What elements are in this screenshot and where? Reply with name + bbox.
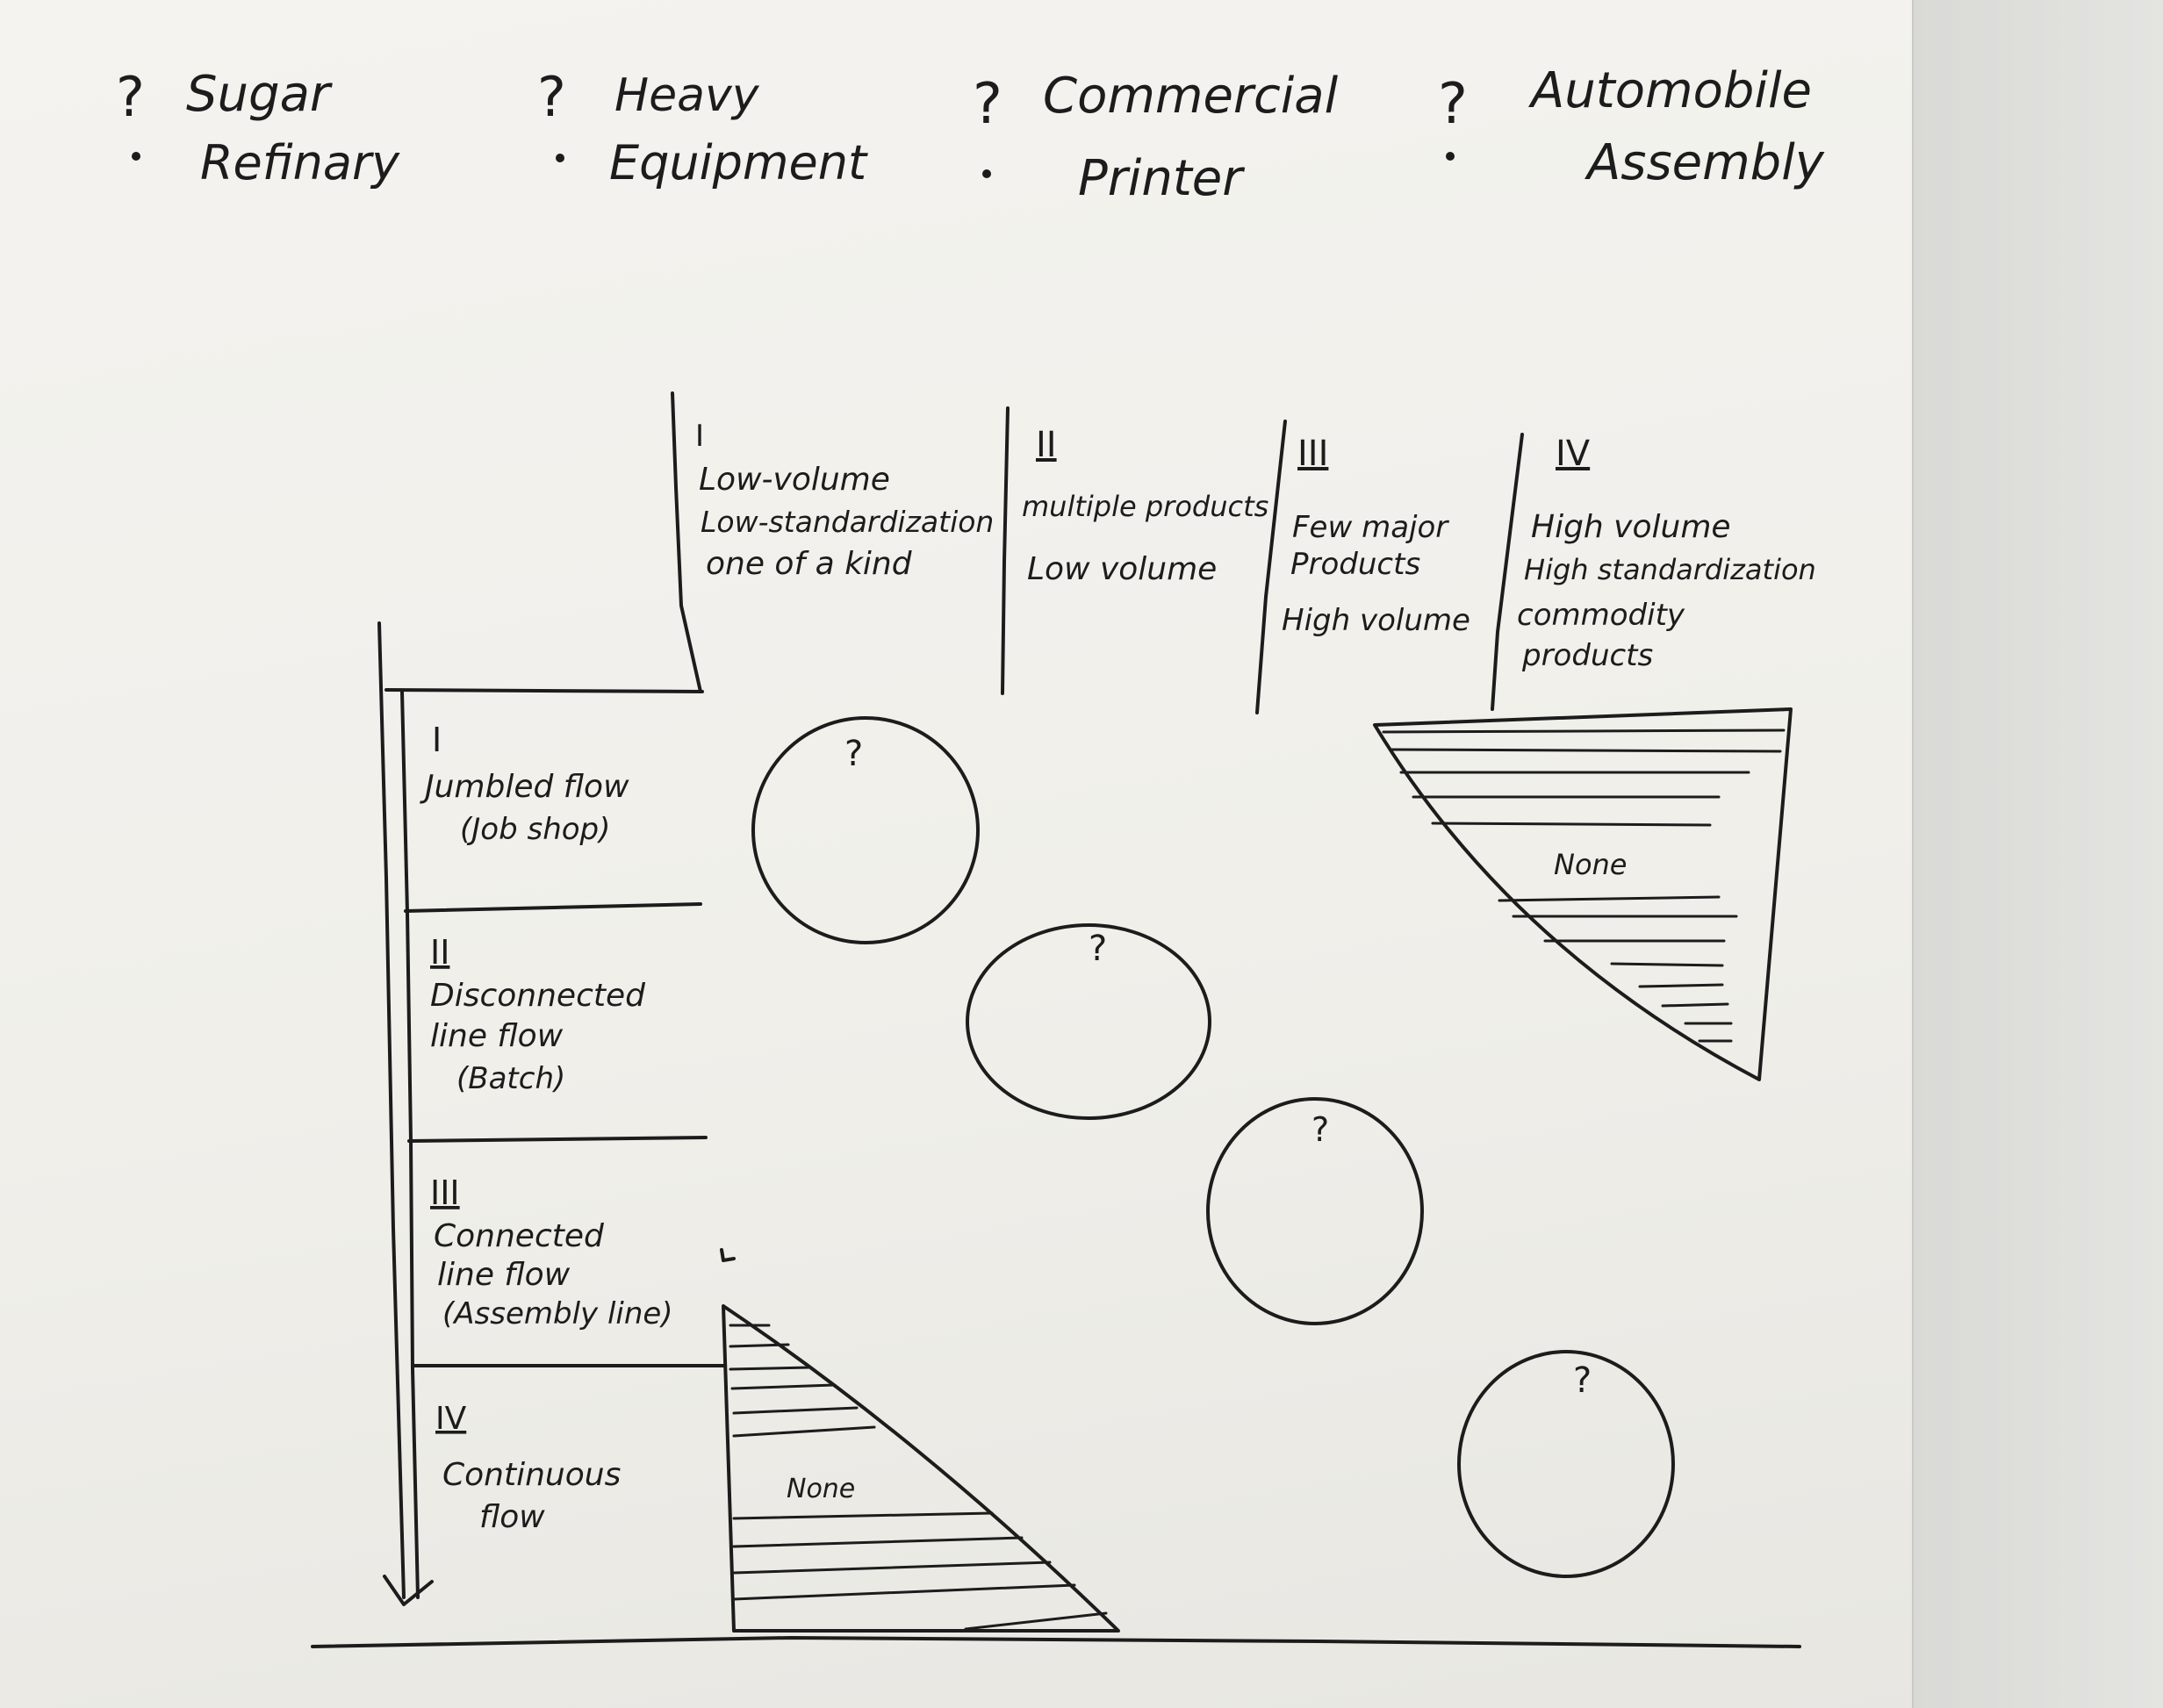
question-line2: Refinary <box>200 135 400 190</box>
none-region-bottom-left: None <box>722 1304 1120 1633</box>
none-label: None <box>787 1474 855 1504</box>
row-line: (Job shop) <box>460 812 610 847</box>
column-line: Few major <box>1292 510 1449 545</box>
question-line2: Assembly <box>1585 134 1825 191</box>
bullet-dot <box>1446 152 1455 161</box>
header-corner <box>384 688 704 693</box>
row-number: II <box>430 933 449 972</box>
diagonal-circles: ? ? ? ? <box>751 716 1675 1578</box>
column-number: III <box>1297 434 1328 474</box>
row-line: Continuous <box>442 1457 621 1493</box>
circle-cell-1: ? <box>751 716 980 944</box>
circle-label: ? <box>1311 1110 1329 1149</box>
column-line: commodity <box>1517 598 1685 633</box>
question-heavy-equipment: ? Heavy Equipment <box>537 65 868 190</box>
column-line: multiple products <box>1022 490 1268 523</box>
row-line: Jumbled flow <box>420 769 629 805</box>
row-header-1: I Jumbled flow (Job shop) <box>420 721 629 847</box>
circle-cell-2: ? <box>966 923 1211 1120</box>
column-dividers <box>671 391 1524 714</box>
question-line1: Sugar <box>186 66 333 123</box>
column-line: Low-standardization <box>701 505 994 539</box>
circle-label: ? <box>844 734 863 774</box>
question-line2: Printer <box>1078 150 1245 207</box>
hatch-lines <box>729 1324 1108 1631</box>
column-number: IV <box>1556 434 1591 474</box>
row-line: Disconnected <box>430 978 646 1014</box>
row-header-3: III Connected line flow (Assembly line) <box>430 1173 673 1331</box>
none-label: None <box>1554 848 1627 881</box>
bullet-dot <box>556 154 564 162</box>
question-sugar-refinary: ? Sugar Refinary <box>116 65 400 190</box>
column-line: High volume <box>1531 509 1731 545</box>
none-region-top-right: None <box>1373 707 1793 1081</box>
row-headers: I Jumbled flow (Job shop) II Disconnecte… <box>420 721 673 1535</box>
row-separator <box>404 902 702 913</box>
row-header-4: IV Continuous flow <box>435 1401 621 1535</box>
column-line: High standardization <box>1524 553 1816 586</box>
row-frame <box>377 621 727 1606</box>
column-line: Low volume <box>1027 551 1217 587</box>
question-mark: ? <box>973 72 1002 137</box>
row-border <box>400 690 420 1599</box>
hatch-lines <box>1382 728 1786 1043</box>
circle-label: ? <box>1089 929 1107 969</box>
row-separator <box>407 1136 708 1143</box>
row-line: line flow <box>430 1018 564 1054</box>
question-automobile-assembly: ? Automobile Assembly <box>1438 62 1825 191</box>
row-line: line flow <box>437 1257 571 1293</box>
row-line: flow <box>479 1499 545 1535</box>
row-line: (Assembly line) <box>442 1296 673 1331</box>
baseline <box>311 1636 1801 1648</box>
column-line: Products <box>1290 547 1420 582</box>
question-list: ? Sugar Refinary ? Heavy Equipment ? Com… <box>116 62 1825 207</box>
question-mark: ? <box>116 65 145 129</box>
bullet-dot <box>982 169 991 178</box>
row-number: I <box>432 721 442 759</box>
row-line: (Batch) <box>456 1061 565 1096</box>
paper-edge <box>1912 0 2163 1708</box>
process-axis-arrow <box>377 621 406 1599</box>
circle-label: ? <box>1573 1360 1592 1401</box>
column-header-3: III Few major Products High volume <box>1282 434 1470 638</box>
circle-cell-3: ? <box>1206 1097 1424 1325</box>
column-line: products <box>1521 638 1653 673</box>
column-header-4: IV High volume High standardization comm… <box>1517 434 1816 673</box>
question-mark: ? <box>537 65 566 129</box>
column-headers: I Low-volume Low-standardization one of … <box>695 419 1816 673</box>
row-header-2: II Disconnected line flow (Batch) <box>430 933 646 1096</box>
circle-cell-4: ? <box>1457 1350 1675 1578</box>
question-line1: Commercial <box>1043 68 1339 125</box>
column-number: I <box>695 419 704 454</box>
row-line: Connected <box>434 1218 605 1254</box>
column-number: II <box>1036 425 1057 465</box>
row-number: IV <box>435 1401 467 1437</box>
question-line1: Automobile <box>1528 62 1812 119</box>
bullet-dot <box>132 152 140 161</box>
column-line: one of a kind <box>706 546 913 582</box>
question-line1: Heavy <box>614 69 760 122</box>
column-line: High volume <box>1282 603 1470 638</box>
column-line: Low-volume <box>699 462 890 498</box>
column-header-2: II multiple products Low volume <box>1022 425 1268 587</box>
question-mark: ? <box>1438 72 1468 137</box>
question-line2: Equipment <box>609 135 868 190</box>
pen-mark <box>720 1248 736 1262</box>
row-number: III <box>430 1173 460 1212</box>
arrow-head <box>383 1575 434 1606</box>
column-header-1: I Low-volume Low-standardization one of … <box>695 419 994 582</box>
question-commercial-printer: ? Commercial Printer <box>973 68 1339 207</box>
